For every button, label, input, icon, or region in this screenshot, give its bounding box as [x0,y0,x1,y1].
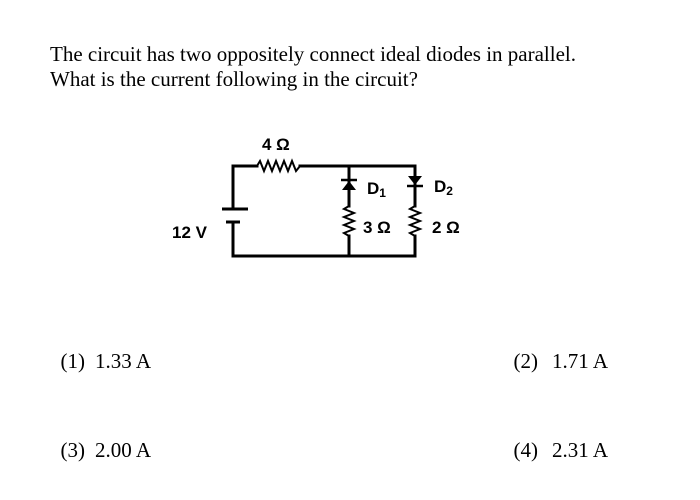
option-4[interactable]: (4) 2.31 A [503,413,609,463]
question-line-2: What is the current following in the cir… [50,67,418,91]
option-2-number: (2) [513,349,539,373]
wire-battery-bottom [231,224,417,258]
option-2-text: 1.71 A [552,349,609,373]
series-resistor-label: 4 Ω [262,135,290,154]
option-3-text: 2.00 A [95,438,152,462]
diode-d1-label-main: D [367,179,379,198]
diode-d2-icon [407,176,423,188]
option-1[interactable]: (1) 1.33 A [50,324,152,374]
diode-d1-label-sub: 1 [379,186,386,200]
series-resistor [255,158,302,174]
resistor-3-ohm [341,205,357,237]
diode-d1-icon [341,178,357,190]
question-line-1: The circuit has two oppositely connect i… [50,42,577,66]
option-1-text: 1.33 A [95,349,152,373]
option-2[interactable]: (2) 1.71 A [503,324,609,374]
diode-d1-label: D1 [367,179,386,200]
diode-d2-label-sub: 2 [446,184,453,198]
resistor-2-ohm-label: 2 Ω [432,218,460,237]
diode-d2-label: D2 [434,177,453,198]
diode-d2-label-main: D [434,177,446,196]
resistor-3-ohm-label: 3 Ω [363,218,391,237]
question-text: The circuit has two oppositely connect i… [50,42,670,92]
resistor-2-ohm [407,205,423,237]
option-1-number: (1) [60,349,86,373]
wire-top-left [231,164,259,206]
battery-label: 12 V [172,223,208,242]
option-4-number: (4) [513,438,539,462]
option-4-text: 2.31 A [552,438,609,462]
option-3[interactable]: (3) 2.00 A [50,413,152,463]
option-3-number: (3) [60,438,86,462]
